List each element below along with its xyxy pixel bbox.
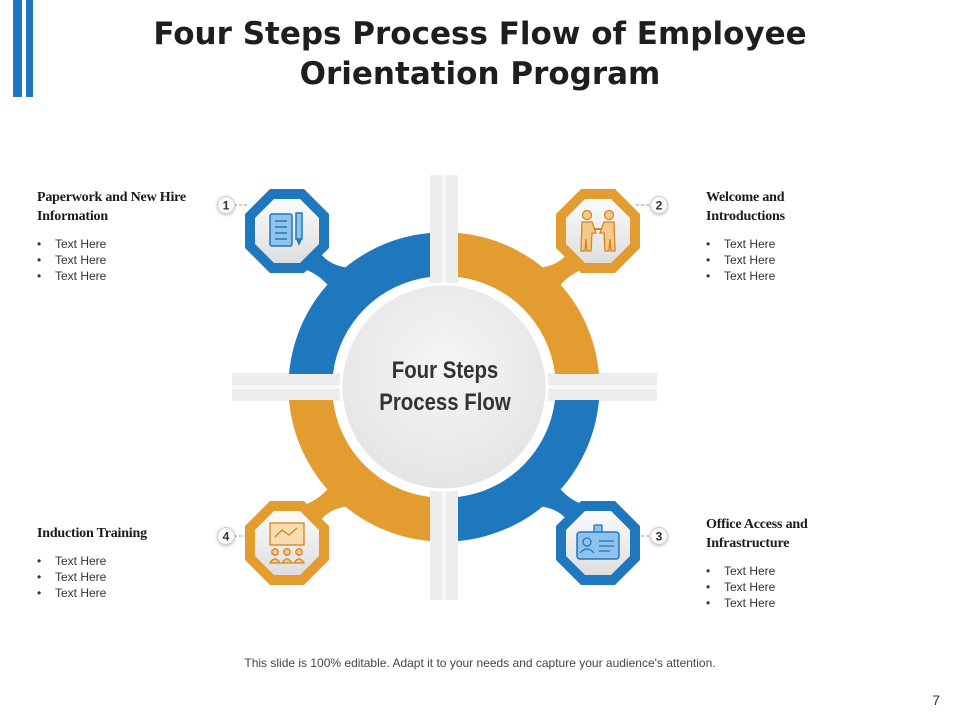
step-1-node bbox=[245, 189, 329, 273]
bullet-text: Text Here bbox=[55, 237, 107, 251]
list-item: •Text Here bbox=[37, 253, 107, 267]
list-item: •Text Here bbox=[706, 253, 776, 267]
step-2-heading: Welcome and Introductions bbox=[706, 188, 906, 226]
step-1-badge: 1 bbox=[217, 196, 235, 214]
step-3-bullet-list: •Text Here •Text Here •Text Here bbox=[706, 563, 906, 611]
bullet-text: Text Here bbox=[724, 596, 776, 610]
list-item: •Text Here bbox=[706, 237, 776, 251]
step-2-text-block: Welcome and Introductions •Text Here •Te… bbox=[706, 188, 906, 284]
step-4-text-block: Induction Training •Text Here •Text Here… bbox=[37, 524, 237, 601]
paperwork-icon bbox=[269, 212, 303, 247]
accent-bar-right bbox=[26, 0, 33, 97]
list-item: •Text Here bbox=[37, 570, 107, 584]
step-3-heading: Office Access and Infrastructure bbox=[706, 515, 906, 553]
list-item: •Text Here bbox=[37, 269, 107, 283]
list-item: •Text Here bbox=[706, 564, 776, 578]
id-card-icon bbox=[576, 524, 620, 560]
slide-title-line-2: Orientation Program bbox=[299, 56, 661, 92]
bullet-text: Text Here bbox=[724, 237, 776, 251]
step-4-heading: Induction Training bbox=[37, 524, 237, 543]
training-board-icon bbox=[268, 522, 306, 564]
step-3-text-block: Office Access and Infrastructure •Text H… bbox=[706, 515, 906, 611]
bullet-text: Text Here bbox=[55, 269, 107, 283]
step-4-number: 4 bbox=[223, 530, 230, 544]
step-1-heading-line-2: Information bbox=[37, 209, 108, 224]
step-4-node bbox=[245, 501, 329, 585]
step-1-text-block: Paperwork and New Hire Information •Text… bbox=[37, 188, 237, 284]
step-3-number: 3 bbox=[656, 530, 663, 544]
center-circle bbox=[339, 282, 549, 492]
ring-segment-step-4 bbox=[289, 400, 430, 541]
list-item: •Text Here bbox=[37, 586, 107, 600]
step-1-heading-line-1: Paperwork and New Hire bbox=[37, 190, 186, 205]
bullet-text: Text Here bbox=[724, 253, 776, 267]
step-4-badge: 4 bbox=[217, 527, 235, 545]
step-1-heading: Paperwork and New Hire Information bbox=[37, 188, 237, 226]
list-item: •Text Here bbox=[37, 237, 107, 251]
center-label-line-1: Four Steps bbox=[391, 357, 499, 384]
ring-segment-step-1 bbox=[289, 233, 430, 374]
step-1-number: 1 bbox=[223, 199, 230, 213]
step-2-heading-line-1: Welcome and bbox=[706, 190, 785, 205]
ring-segment-step-3 bbox=[458, 400, 599, 541]
list-item: •Text Here bbox=[37, 554, 107, 568]
step-2-heading-line-2: Introductions bbox=[706, 209, 785, 224]
list-item: •Text Here bbox=[706, 269, 776, 283]
accent-bar-left bbox=[13, 0, 22, 97]
bullet-text: Text Here bbox=[724, 269, 776, 283]
slide-title: Four Steps Process Flow of Employee Orie… bbox=[110, 14, 850, 94]
step-2-octagon-inner bbox=[566, 199, 630, 263]
bullet-text: Text Here bbox=[55, 570, 107, 584]
bullet-text: Text Here bbox=[724, 564, 776, 578]
step-4-heading-line-1: Induction Training bbox=[37, 526, 147, 541]
step-2-node bbox=[556, 189, 640, 273]
step-2-bullet-list: •Text Here •Text Here •Text Here bbox=[706, 236, 906, 284]
center-label: Four Steps Process Flow bbox=[360, 355, 530, 419]
bullet-text: Text Here bbox=[55, 586, 107, 600]
step-2-badge: 2 bbox=[650, 196, 668, 214]
step-3-heading-line-1: Office Access and bbox=[706, 517, 808, 532]
bullet-text: Text Here bbox=[55, 253, 107, 267]
bullet-text: Text Here bbox=[55, 554, 107, 568]
step-3-node bbox=[556, 501, 640, 585]
handshake-icon bbox=[580, 209, 616, 252]
list-item: •Text Here bbox=[706, 580, 776, 594]
step-3-badge: 3 bbox=[650, 527, 668, 545]
bullet-text: Text Here bbox=[724, 580, 776, 594]
ring-segment-step-2 bbox=[458, 233, 599, 374]
footer-note: This slide is 100% editable. Adapt it to… bbox=[244, 656, 716, 670]
step-4-bullet-list: •Text Here •Text Here •Text Here bbox=[37, 553, 237, 601]
page-number: 7 bbox=[932, 692, 940, 708]
list-item: •Text Here bbox=[706, 596, 776, 610]
center-label-line-2: Process Flow bbox=[379, 389, 511, 416]
slide-title-line-1: Four Steps Process Flow of Employee bbox=[153, 16, 807, 52]
step-1-bullet-list: •Text Here •Text Here •Text Here bbox=[37, 236, 237, 284]
step-3-heading-line-2: Infrastructure bbox=[706, 536, 790, 551]
step-2-number: 2 bbox=[656, 199, 663, 213]
